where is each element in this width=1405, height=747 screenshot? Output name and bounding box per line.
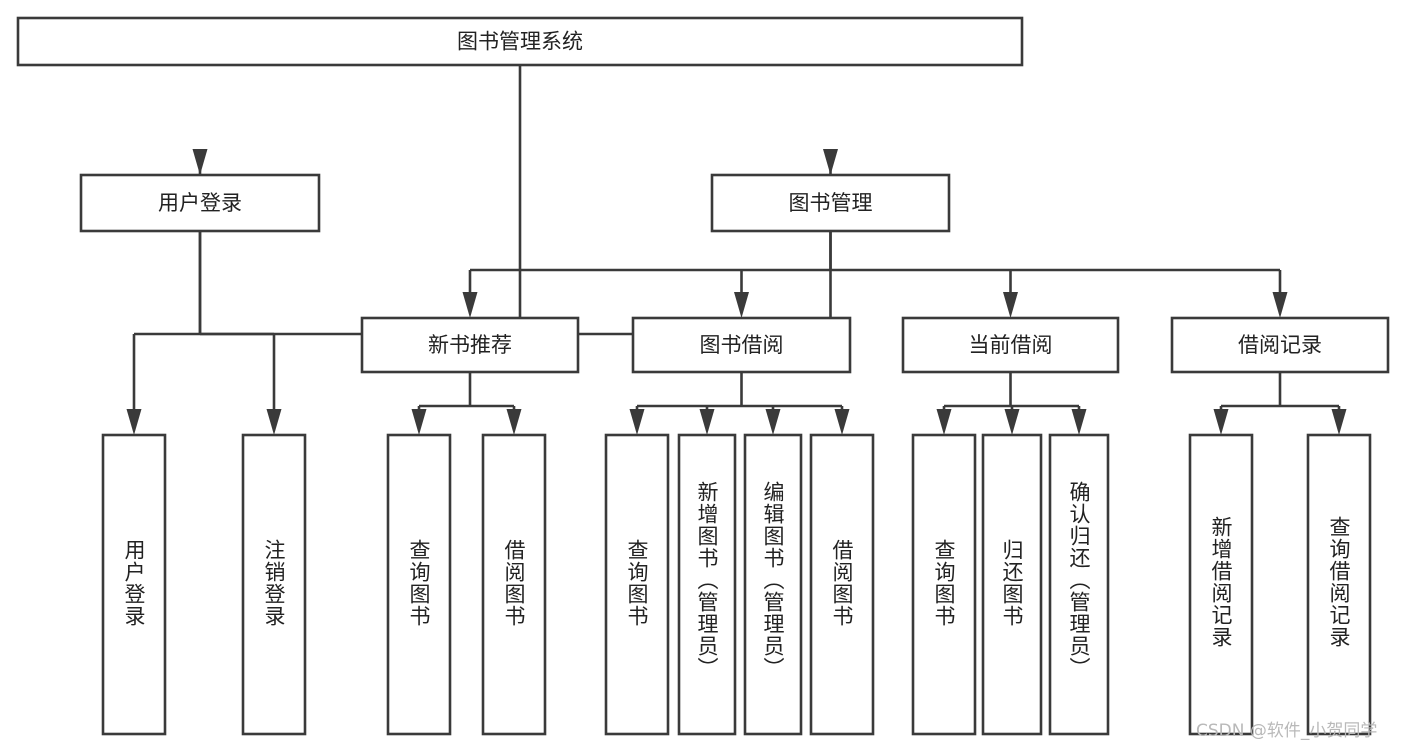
connector-arrowhead: [823, 149, 838, 175]
connector-arrowhead: [699, 409, 715, 435]
node-box-user-login[interactable]: [79, 173, 321, 233]
connector-arrowhead: [629, 409, 645, 435]
node-box-leaf-edit-book[interactable]: [743, 433, 803, 736]
node-label-current-borrow: 当前借阅: [969, 333, 1053, 357]
node-box-leaf-add-book[interactable]: [677, 433, 737, 736]
connector-group-current-borrow: [936, 372, 1087, 435]
node-label-book-manage: 图书管理: [789, 191, 873, 215]
node-label-borrow-record: 借阅记录: [1238, 333, 1322, 357]
node-box-leaf-query-book-2[interactable]: [604, 433, 670, 736]
node-label-root: 图书管理系统: [457, 30, 583, 54]
connector-group-book-borrow: [629, 372, 850, 435]
connector-group-book-manage: [462, 231, 1288, 318]
connector-arrowhead: [1003, 292, 1018, 318]
connector-arrowhead: [1004, 409, 1020, 435]
node-box-leaf-return-book[interactable]: [981, 433, 1043, 736]
connector-arrowhead: [506, 409, 522, 435]
node-box-leaf-borrow-book-2[interactable]: [809, 433, 875, 736]
connector-arrowhead: [734, 292, 749, 318]
node-box-leaf-query-record[interactable]: [1306, 433, 1372, 736]
node-box-current-borrow[interactable]: [901, 316, 1120, 374]
node-box-book-manage[interactable]: [710, 173, 951, 233]
connector-arrowhead: [1213, 409, 1229, 435]
connector-arrowhead: [1071, 409, 1087, 435]
node-box-leaf-user-login[interactable]: [101, 433, 167, 736]
node-box-book-borrow[interactable]: [631, 316, 852, 374]
connector-arrowhead: [765, 409, 781, 435]
connector-group-borrow-record: [1213, 372, 1347, 435]
connector-group-user-login: [126, 231, 282, 435]
node-box-root[interactable]: [16, 16, 1024, 67]
node-box-leaf-query-book-3[interactable]: [911, 433, 977, 736]
node-box-new-book-rec[interactable]: [360, 316, 580, 374]
connector-arrowhead: [1331, 409, 1347, 435]
connector-arrowhead: [462, 292, 478, 318]
connector-arrowhead: [126, 409, 142, 435]
node-box-leaf-query-book-1[interactable]: [386, 433, 452, 736]
node-label-new-book-rec: 新书推荐: [428, 333, 512, 357]
node-box-borrow-record[interactable]: [1170, 316, 1390, 374]
node-box-leaf-logout[interactable]: [241, 433, 307, 736]
node-label-user-login: 用户登录: [158, 191, 242, 215]
connector-arrowhead: [411, 409, 427, 435]
connector-arrowhead: [1272, 292, 1288, 318]
node-box-leaf-borrow-book-1[interactable]: [481, 433, 547, 736]
connector-group-new-book-rec: [411, 372, 522, 435]
connector-arrowhead: [266, 409, 282, 435]
node-box-leaf-confirm-return[interactable]: [1048, 433, 1110, 736]
node-label-book-borrow: 图书借阅: [700, 333, 784, 357]
connector-arrowhead: [936, 409, 952, 435]
node-box-leaf-add-record[interactable]: [1188, 433, 1254, 736]
connector-arrowhead: [192, 149, 208, 175]
connector-arrowhead: [834, 409, 850, 435]
